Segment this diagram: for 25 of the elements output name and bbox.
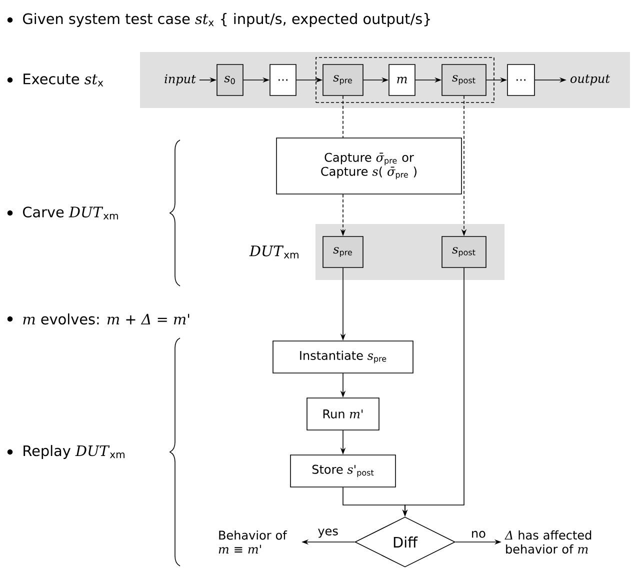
outcome-text: Δ has affected behavior of m xyxy=(504,530,592,554)
output-label: output xyxy=(570,74,610,86)
state-box: s$_{pre}$ xyxy=(322,236,364,268)
process-box: Capture σ̄$_{pre}$ or Capture s( σ̄$_{pre}$ ) xyxy=(276,138,462,194)
state-box: m xyxy=(388,64,416,96)
state-box: s$_{0}$ xyxy=(216,64,244,96)
state-box: s$_{post}$ xyxy=(442,236,486,268)
band-label: DUT$_{xm}$ xyxy=(249,246,298,258)
bullet-text: m evolves: m + Δ = m' xyxy=(23,313,190,325)
input-label: input xyxy=(164,74,196,86)
process-box: Store s'$_{post}$ xyxy=(290,454,396,488)
process-box: Instantiate s$_{pre}$ xyxy=(272,340,414,374)
edge-label: yes xyxy=(316,528,340,539)
dashed-frame xyxy=(316,57,494,103)
outcome-text: Behavior of m ≡ m' xyxy=(218,530,288,554)
bullet-text: Execute st$_{x}$ xyxy=(24,74,104,86)
process-box: Run m' xyxy=(306,398,380,430)
bullet-text: Replay DUT$_{xm}$ xyxy=(24,445,124,459)
bullet-text: Carve DUT$_{xm}$ xyxy=(23,206,118,220)
state-box: ... xyxy=(507,64,535,96)
state-box: s$_{post}$ xyxy=(442,64,486,96)
bullet-text: Given system test case st$_{x}$ { input/s, expected output/s} xyxy=(23,13,430,27)
state-box: s$_{pre}$ xyxy=(322,64,364,96)
edge-label: no xyxy=(470,530,487,539)
state-box: ... xyxy=(270,64,296,96)
